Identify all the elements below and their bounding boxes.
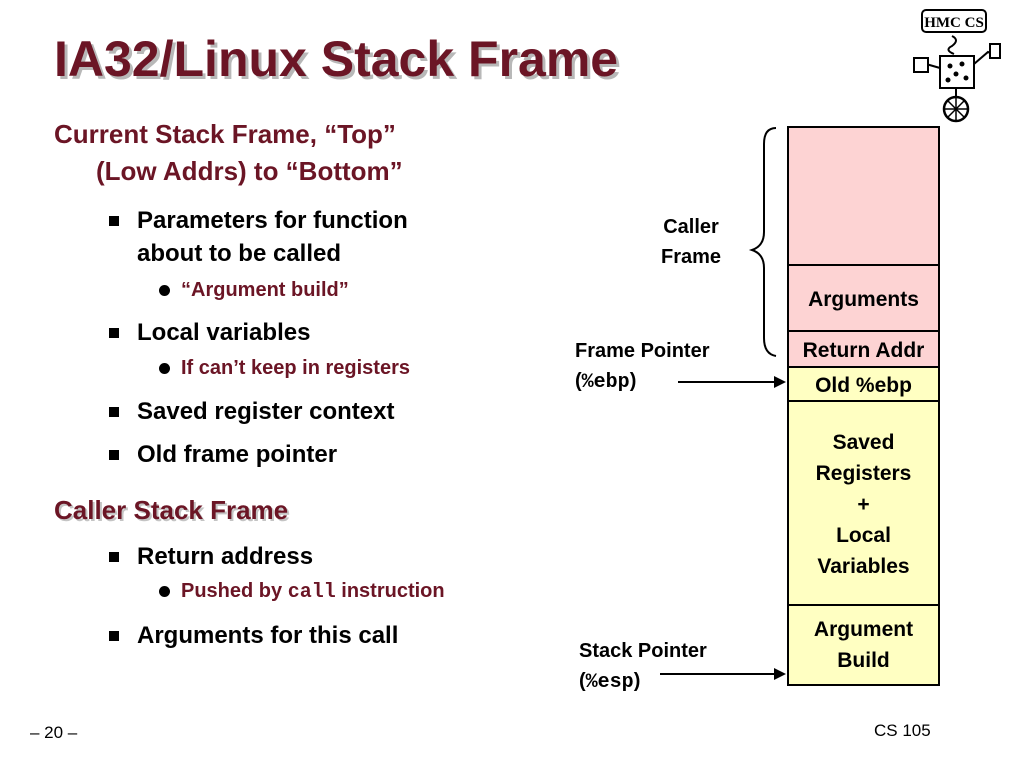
stack-cell-saved-registers-locals: Saved Registers + Local Variables: [787, 400, 940, 606]
stack-cell-argument-build: Argument Build: [787, 604, 940, 686]
sub-bullet-registers: If can’t keep in registers: [159, 354, 410, 382]
svg-text:HMC CS: HMC CS: [924, 15, 984, 31]
frame-pointer-label: Frame Pointer (%ebp): [575, 340, 710, 394]
section-heading-current-frame: Current Stack Frame, “Top” (Low Addrs) t…: [54, 119, 403, 186]
bullet-arguments-for-call: Arguments for this call: [109, 619, 398, 652]
bullet-old-frame-pointer: Old frame pointer: [109, 438, 337, 471]
stack-cell-return-addr: Return Addr: [787, 330, 940, 368]
square-bullet-icon: [109, 450, 119, 460]
bullet-parameters: Parameters for function about to be call…: [109, 204, 408, 270]
sub-bullet-argument-build: “Argument build”: [159, 276, 349, 304]
hmc-cs-logo: HMC CS: [913, 9, 1001, 123]
caller-frame-brace: [748, 127, 777, 357]
round-bullet-icon: [159, 285, 170, 296]
square-bullet-icon: [109, 407, 119, 417]
bullet-return-address: Return address: [109, 540, 313, 573]
bullet-saved-register-context: Saved register context: [109, 395, 394, 428]
square-bullet-icon: [109, 631, 119, 641]
square-bullet-icon: [109, 216, 119, 226]
stack-cell-old-ebp: Old %ebp: [787, 366, 940, 402]
bullet-local-variables: Local variables: [109, 316, 310, 349]
frame-pointer-arrow: [678, 376, 786, 388]
stack-pointer-label: Stack Pointer (%esp): [579, 640, 707, 694]
square-bullet-icon: [109, 552, 119, 562]
section-heading-caller-frame: Caller Stack Frame: [54, 495, 289, 525]
stack-cell-arguments: Arguments: [787, 264, 940, 332]
slide-title: IA32/Linux Stack Frame: [54, 31, 619, 87]
round-bullet-icon: [159, 586, 170, 597]
square-bullet-icon: [109, 328, 119, 338]
page-number: – 20 –: [30, 723, 78, 742]
stack-pointer-arrow: [660, 668, 786, 680]
round-bullet-icon: [159, 363, 170, 374]
course-label: CS 105: [874, 721, 931, 740]
stack-cell-caller-top: [787, 126, 940, 266]
sub-bullet-pushed-by-call: Pushed by call instruction: [159, 577, 445, 607]
caller-frame-label: Caller Frame: [660, 216, 722, 268]
